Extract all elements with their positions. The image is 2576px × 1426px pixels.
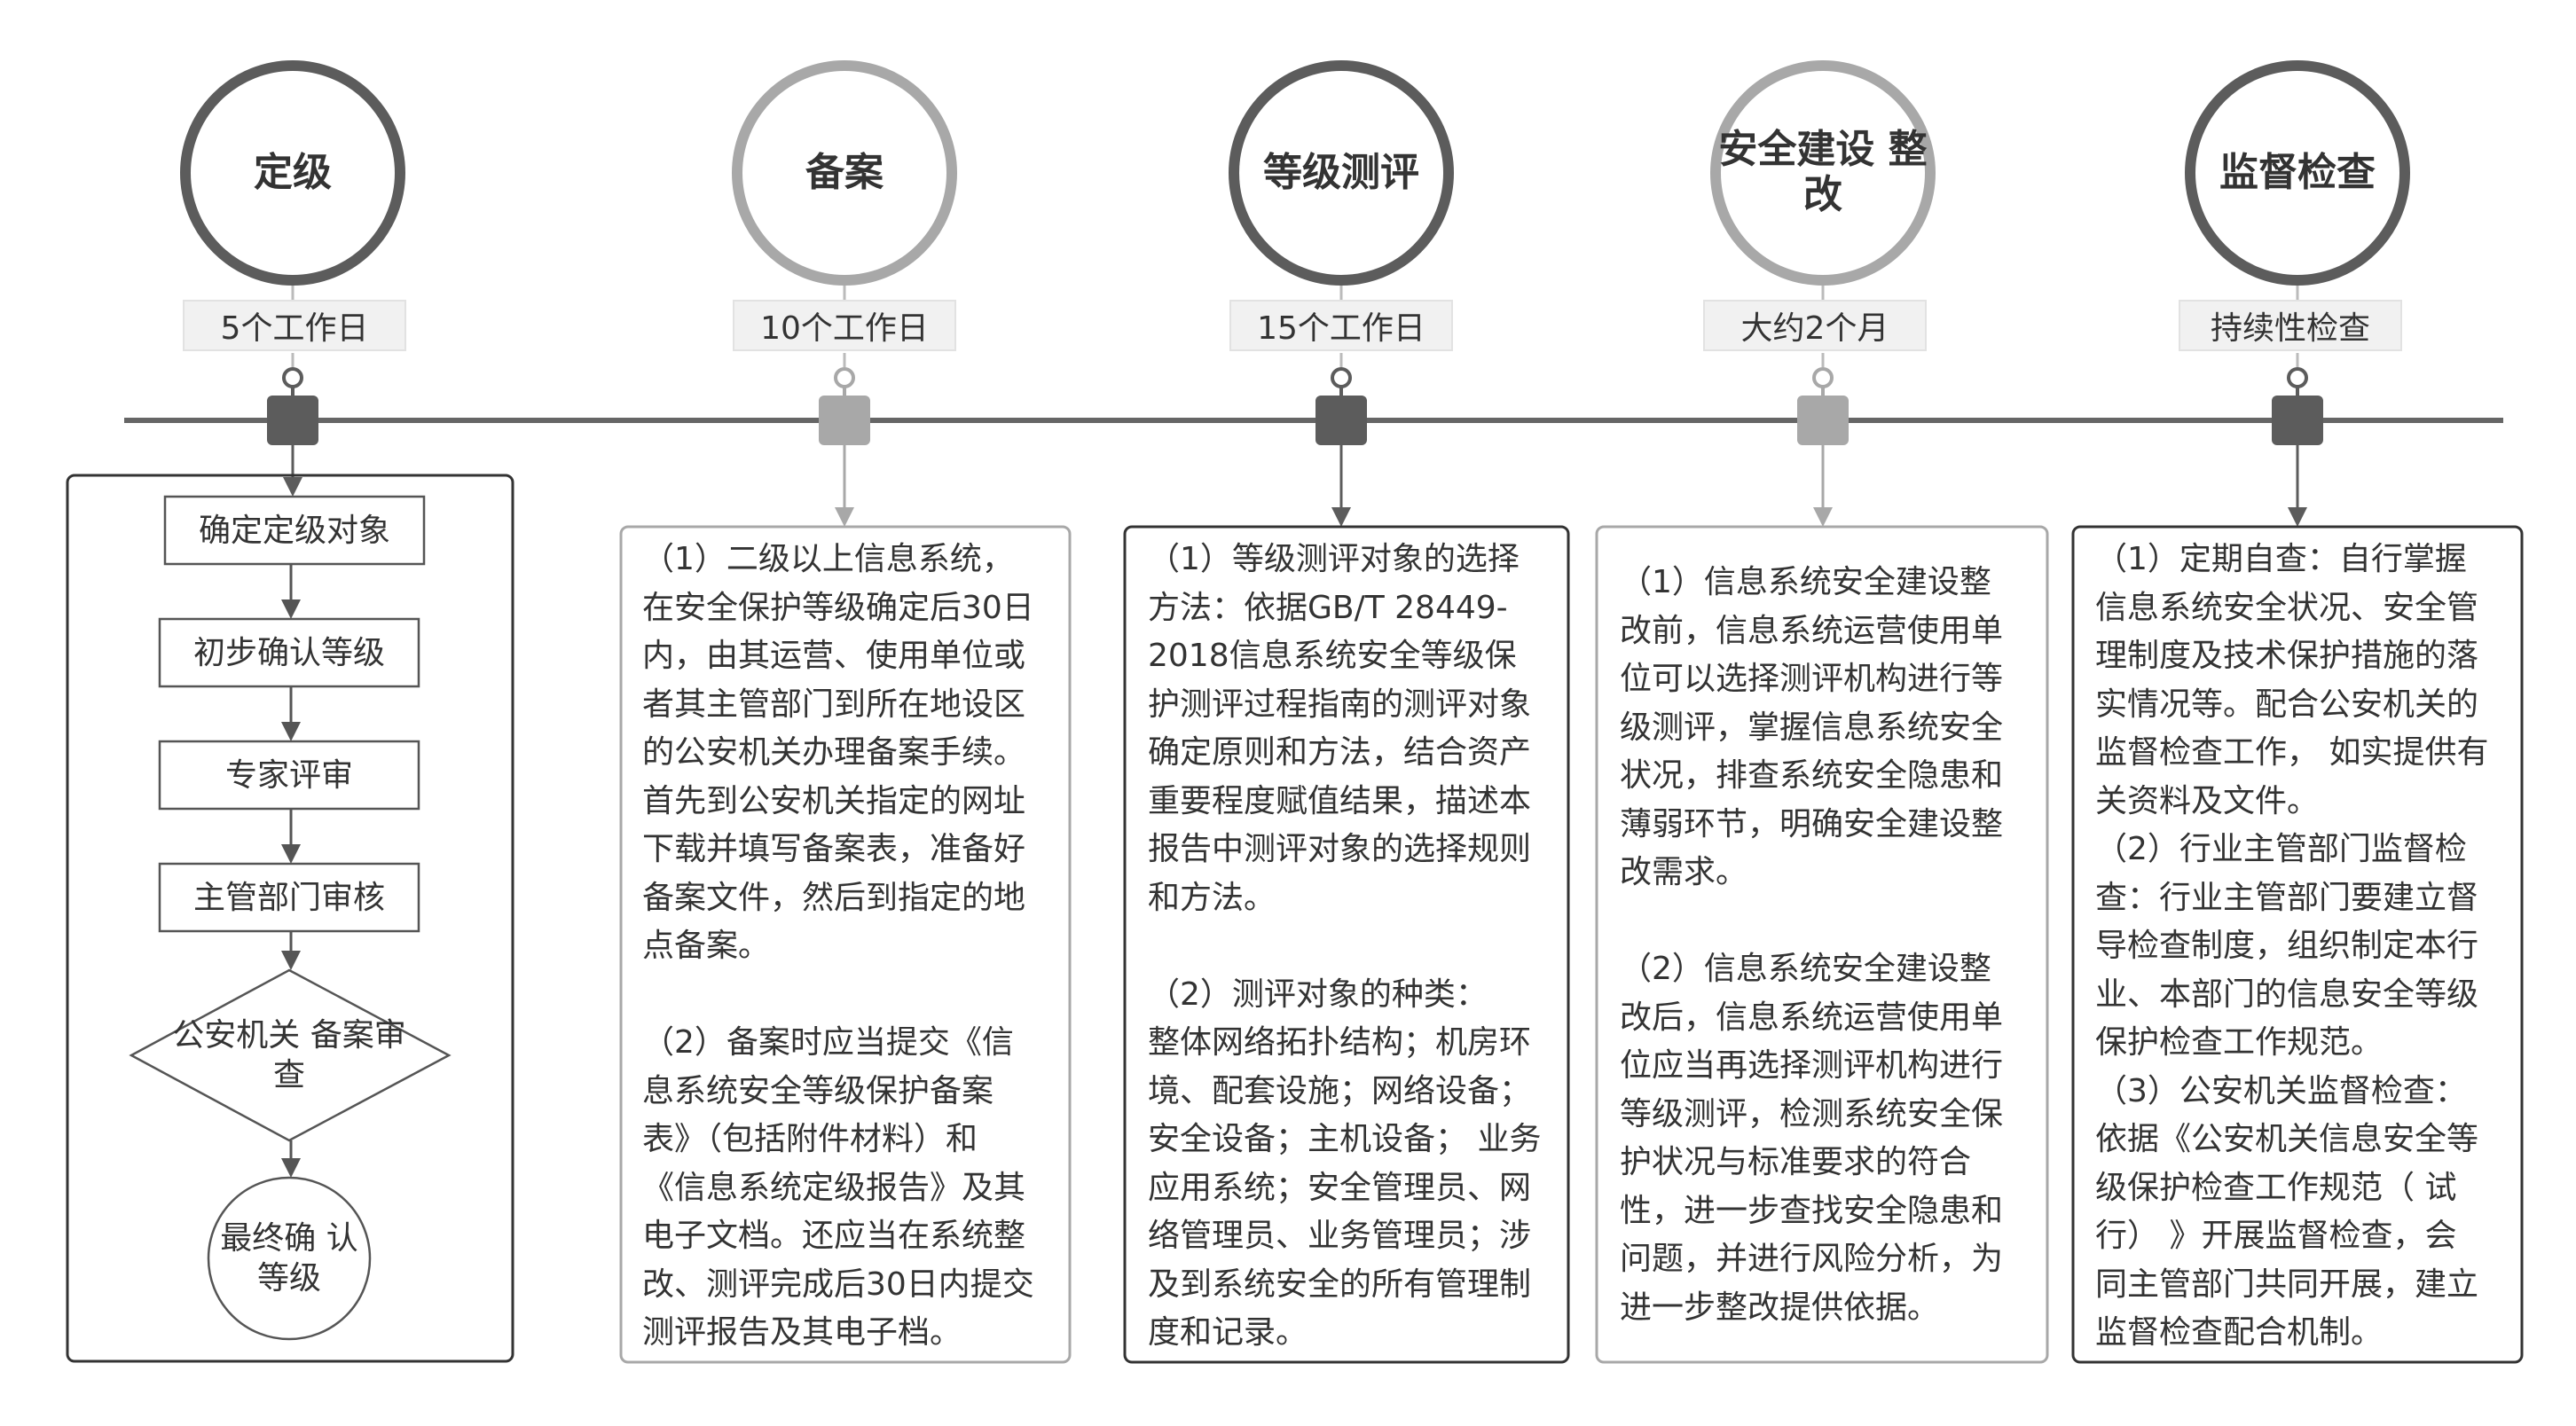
stage-circle-beian xyxy=(732,60,957,286)
grading-step-5-decision: 公安机关 备案审查 xyxy=(172,1017,406,1093)
timeline-node-ring-cping xyxy=(1331,367,1352,388)
description-frame-cping xyxy=(1123,525,1570,1364)
grading-flow-arrow-5 xyxy=(281,1158,301,1178)
grading-step-3: 专家评审 xyxy=(224,756,353,794)
down-arrow-dingji xyxy=(283,477,302,497)
down-arrow-beian xyxy=(835,507,854,527)
grading-end-circle xyxy=(207,1176,372,1341)
description-jiancha: （1）定期自查：自行掌握 信息系统安全状况、安全管 理制度及技术保护措施的落 实… xyxy=(2095,541,2489,1351)
timeline-node-ring-jiancha xyxy=(2287,367,2308,388)
timeline-marker-dingji xyxy=(267,396,318,445)
description-frame-jiancha xyxy=(2071,525,2524,1364)
grading-step-6-end: 最终确 认等级 xyxy=(220,1220,358,1297)
timeline-node-ring-jianshe xyxy=(1812,367,1834,388)
description-frame-jianshe xyxy=(1595,525,2049,1364)
timeline-marker-beian xyxy=(819,396,870,445)
timeline-marker-cping xyxy=(1315,396,1367,445)
duration-tag-dingji: 5个工作日 xyxy=(183,300,406,351)
grading-step-4: 主管部门审核 xyxy=(192,879,385,916)
timeline-node-ring-beian xyxy=(834,367,855,388)
grading-step-box-1 xyxy=(163,495,426,566)
stage-circle-dingji xyxy=(180,60,405,286)
description-jianshe: （1）信息系统安全建设整 改前，信息系统运营使用单 位可以选择测评机构进行等 级… xyxy=(1620,564,2004,1326)
grading-step-box-3 xyxy=(158,740,420,811)
description-beian: （1）二级以上信息系统， 在安全保护等级确定后30日 内，由其运营、使用单位或 … xyxy=(642,541,1034,1351)
stage-title-beian: 备案 xyxy=(805,149,884,195)
grading-flow-arrow-2 xyxy=(281,722,301,741)
grading-step-box-4 xyxy=(158,862,420,933)
stage-title-jiancha: 监督检查 xyxy=(2219,149,2376,195)
grading-process-frame xyxy=(66,474,514,1363)
stage-circle-jiancha xyxy=(2185,60,2410,286)
timeline-marker-jiancha xyxy=(2272,396,2323,445)
grading-decision-diamond xyxy=(129,968,452,1142)
down-arrow-cping xyxy=(1331,507,1351,527)
grading-flow-arrow-3 xyxy=(281,844,301,864)
duration-tag-jianshe: 大约2个月 xyxy=(1703,300,1927,351)
duration-tag-beian: 10个工作日 xyxy=(733,300,956,351)
stage-circle-jianshe xyxy=(1710,60,1936,286)
duration-tag-cping: 15个工作日 xyxy=(1229,300,1453,351)
timeline-marker-jianshe xyxy=(1797,396,1849,445)
stage-circle-cping xyxy=(1229,60,1454,286)
grading-step-1: 确定定级对象 xyxy=(198,512,390,549)
duration-tag-jiancha: 持续性检查 xyxy=(2179,300,2402,351)
down-arrow-jiancha xyxy=(2288,507,2307,527)
grading-flow-arrow-4 xyxy=(281,951,301,970)
stage-title-dingji: 定级 xyxy=(254,149,332,195)
stage-title-cping: 等级测评 xyxy=(1263,149,1419,195)
down-arrow-jianshe xyxy=(1813,507,1833,527)
grading-step-2: 初步确认等级 xyxy=(192,634,385,671)
description-cping: （1）等级测评对象的选择 方法：依据GB/T 28449- 2018信息系统安全… xyxy=(1148,541,1542,1351)
timeline-node-ring-dingji xyxy=(282,367,303,388)
grading-flow-arrow-1 xyxy=(281,599,301,619)
description-frame-beian xyxy=(619,525,1072,1364)
grading-step-box-2 xyxy=(158,617,420,688)
stage-title-jianshe: 安全建设 整改 xyxy=(1718,127,1928,217)
